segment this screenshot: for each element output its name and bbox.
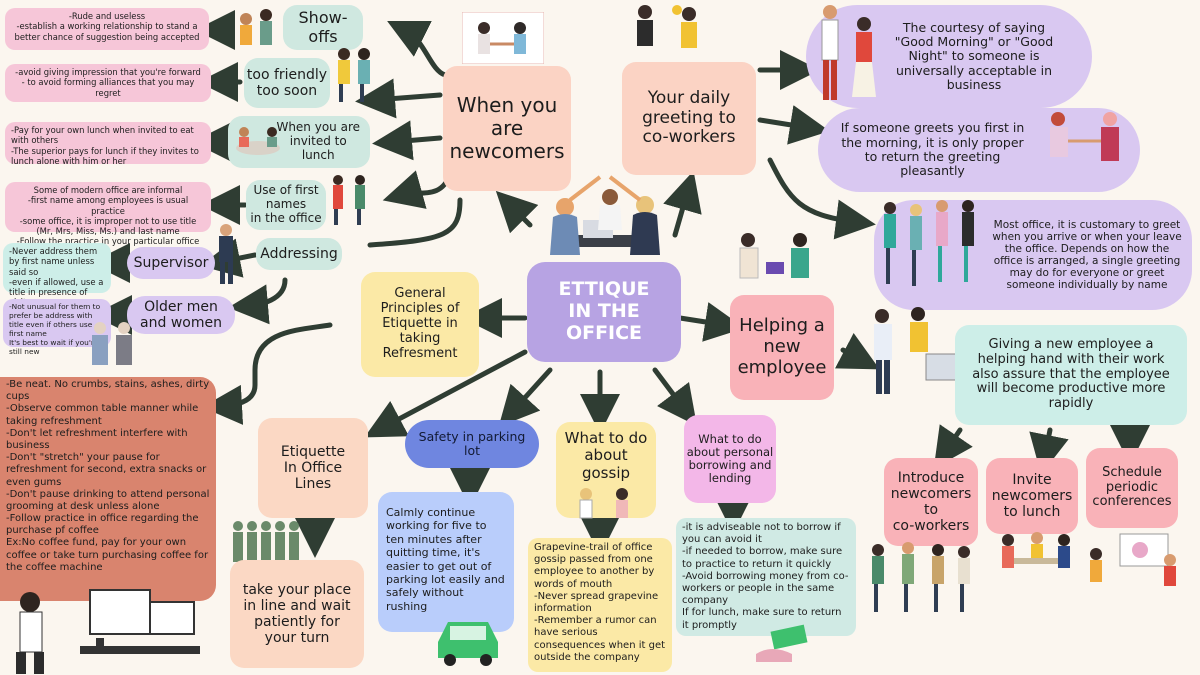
gossip-note: Grapevine-trail of office gossip passed … (528, 538, 672, 672)
gossip-title: What to do about gossip (564, 429, 648, 482)
lines-title: Etiquette In Office Lines (280, 443, 346, 493)
group-introduction-illustration (872, 542, 970, 612)
group-illustration (240, 9, 272, 45)
greeting-node: Your daily greeting to co-workers (622, 62, 756, 175)
greeting-note-2-text: If someone greets you first in the morni… (840, 120, 1025, 179)
queue-illustration (233, 521, 299, 562)
helping-note-text: Giving a new employee a helping hand wit… (972, 336, 1170, 412)
car-icon (438, 622, 498, 666)
lunch-label: When you are invited to lunch (276, 120, 360, 162)
refreshment-title: General Principles of Etiquette in takin… (380, 286, 460, 361)
newcomers-node: When you are newcomers (443, 66, 571, 191)
handshake-illustration (462, 12, 544, 64)
refreshment-node: General Principles of Etiquette in takin… (361, 272, 479, 377)
older-node: Older men and women (127, 296, 235, 334)
team-high-five-illustration (550, 175, 660, 255)
too-friendly-note: -avoid giving impression that you're for… (5, 64, 211, 102)
invite-node: Invite newcomers to lunch (986, 458, 1078, 534)
coworkers-at-desk-illustration (874, 307, 957, 394)
business-people-illustration (821, 5, 876, 100)
gossip-node: What to do about gossip (556, 422, 656, 518)
greeting-note-2: If someone greets you first in the morni… (818, 108, 1140, 192)
lunch-together-illustration (1002, 532, 1070, 568)
introduce-node: Introduce newcomers to co-workers (884, 458, 978, 546)
borrowing-note: -it is adviseable not to borrow if you c… (676, 518, 856, 636)
schedule-node: Schedule periodic conferences (1086, 448, 1178, 528)
greeting-title: Your daily greeting to co-workers (642, 88, 736, 148)
lines-note: take your place in line and wait patient… (242, 581, 352, 647)
older-label: Older men and women (140, 298, 222, 331)
helping-title: Helping a new employee (737, 315, 827, 378)
lines-node: Etiquette In Office Lines (258, 418, 368, 518)
center-title: ETTIQUE IN THE OFFICE (558, 278, 650, 344)
lunch-note: -Pay for your own lunch when invited to … (5, 122, 211, 166)
show-offs-label: Show- offs (298, 8, 348, 46)
newcomers-title: When you are newcomers (449, 93, 565, 163)
colleagues-illustration (333, 175, 365, 225)
walking-coworkers-illustration (884, 200, 974, 286)
greeting-note-1-text: The courtesy of saying "Good Morning" or… (894, 19, 1054, 93)
schedule-label: Schedule periodic conferences (1092, 464, 1172, 510)
lunch-table-illustration (236, 127, 280, 155)
supervisor-note: -Never address them by first name unless… (3, 243, 111, 307)
lunch-node: When you are invited to lunch (228, 116, 370, 168)
addressing-label: Addressing (260, 245, 338, 262)
greeting-coworkers-illustration (637, 5, 697, 48)
borrowing-node: What to do about personal borrowing and … (684, 415, 776, 503)
too-friendly-node: too friendly too soon (244, 58, 330, 108)
money-hand-icon (756, 624, 808, 662)
older-couple-illustration (92, 322, 132, 365)
borrowing-title: What to do about personal borrowing and … (686, 431, 774, 486)
supervisor-figure-illustration (219, 224, 233, 284)
lines-note-box: take your place in line and wait patient… (230, 560, 364, 668)
parking-note: Calmly continue working for five to ten … (378, 492, 514, 632)
refreshment-note: -Be neat. No crumbs, stains, ashes, dirt… (0, 377, 216, 601)
supervisor-node: Supervisor (127, 247, 215, 279)
supervisor-label: Supervisor (133, 254, 209, 271)
center-topic: ETTIQUE IN THE OFFICE (527, 262, 681, 362)
helping-node: Helping a new employee (730, 295, 834, 400)
coffee-desk-illustration (16, 589, 200, 674)
too-friendly-label: too friendly too soon (246, 66, 328, 99)
introduce-label: Introduce newcomers to co-workers (890, 469, 972, 535)
first-names-node: Use of first names in the office (246, 180, 326, 230)
greeting-note-3-text: Most office, it is customary to greet wh… (992, 218, 1182, 292)
invite-label: Invite newcomers to lunch (991, 471, 1073, 521)
first-names-label: Use of first names in the office (250, 183, 322, 225)
show-offs-node: Show- offs (283, 5, 363, 50)
first-names-note: Some of modern office are informal -firs… (5, 182, 211, 246)
couple-illustration (338, 48, 370, 102)
parking-title: Safety in parking lot (418, 428, 526, 458)
mentor-illustration (739, 233, 809, 279)
gossip-women-illustration (579, 488, 628, 519)
addressing-node: Addressing (256, 238, 342, 270)
helping-note: Giving a new employee a helping hand wit… (955, 325, 1187, 425)
conference-illustration (1090, 533, 1176, 586)
parking-node: Safety in parking lot (405, 420, 539, 468)
show-offs-note: -Rude and useless -establish a working r… (5, 8, 209, 50)
greeting-handshake-illustration (1050, 112, 1119, 161)
greeting-note-3: Most office, it is customary to greet wh… (874, 200, 1192, 310)
